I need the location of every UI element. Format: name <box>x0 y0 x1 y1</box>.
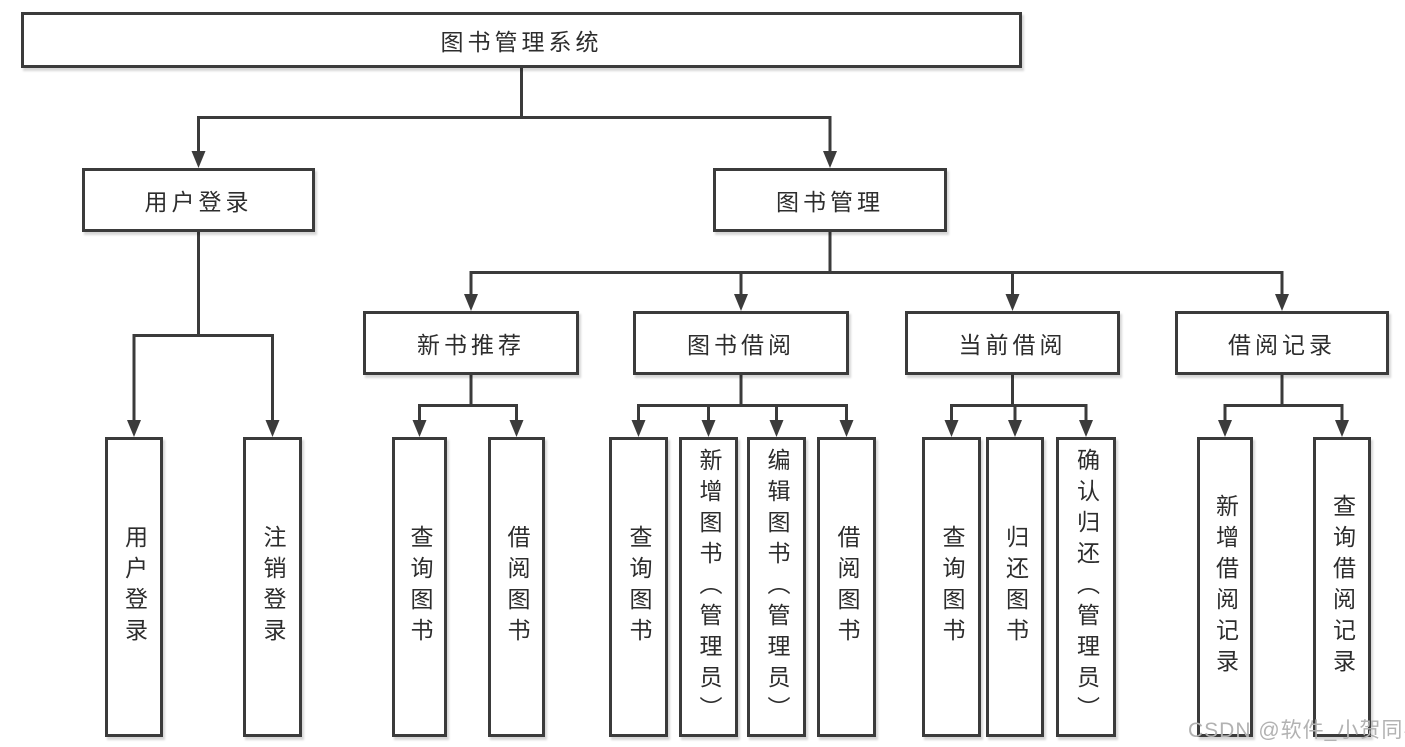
node-new-book-recommend: 新书推荐 <box>363 311 579 375</box>
leaf-br-add-record: 新增借阅记录 <box>1197 437 1253 737</box>
leaf-br-query-record: 查询借阅记录 <box>1313 437 1371 737</box>
node-current-borrow: 当前借阅 <box>905 311 1120 375</box>
node-book-management: 图书管理 <box>713 168 947 232</box>
node-user-login: 用户登录 <box>82 168 315 232</box>
leaf-cb-confirm-return-admin: 确认归还（管理员） <box>1056 437 1116 737</box>
node-borrow-records: 借阅记录 <box>1175 311 1389 375</box>
leaf-bb-add-book-admin: 新增图书（管理员） <box>679 437 738 737</box>
node-book-borrow: 图书借阅 <box>633 311 849 375</box>
leaf-bb-query-books: 查询图书 <box>609 437 668 737</box>
leaf-nbr-query-books: 查询图书 <box>392 437 447 737</box>
leaf-logout: 注销登录 <box>243 437 302 737</box>
watermark: CSDN @软件_小贺同学 <box>1188 719 1405 742</box>
node-root: 图书管理系统 <box>21 12 1022 68</box>
leaf-cb-return-books: 归还图书 <box>986 437 1044 737</box>
leaf-user-login: 用户登录 <box>105 437 163 737</box>
leaf-bb-edit-book-admin: 编辑图书（管理员） <box>747 437 806 737</box>
leaf-nbr-borrow-books: 借阅图书 <box>488 437 545 737</box>
leaf-cb-query-books: 查询图书 <box>922 437 981 737</box>
leaf-bb-borrow-books: 借阅图书 <box>817 437 876 737</box>
